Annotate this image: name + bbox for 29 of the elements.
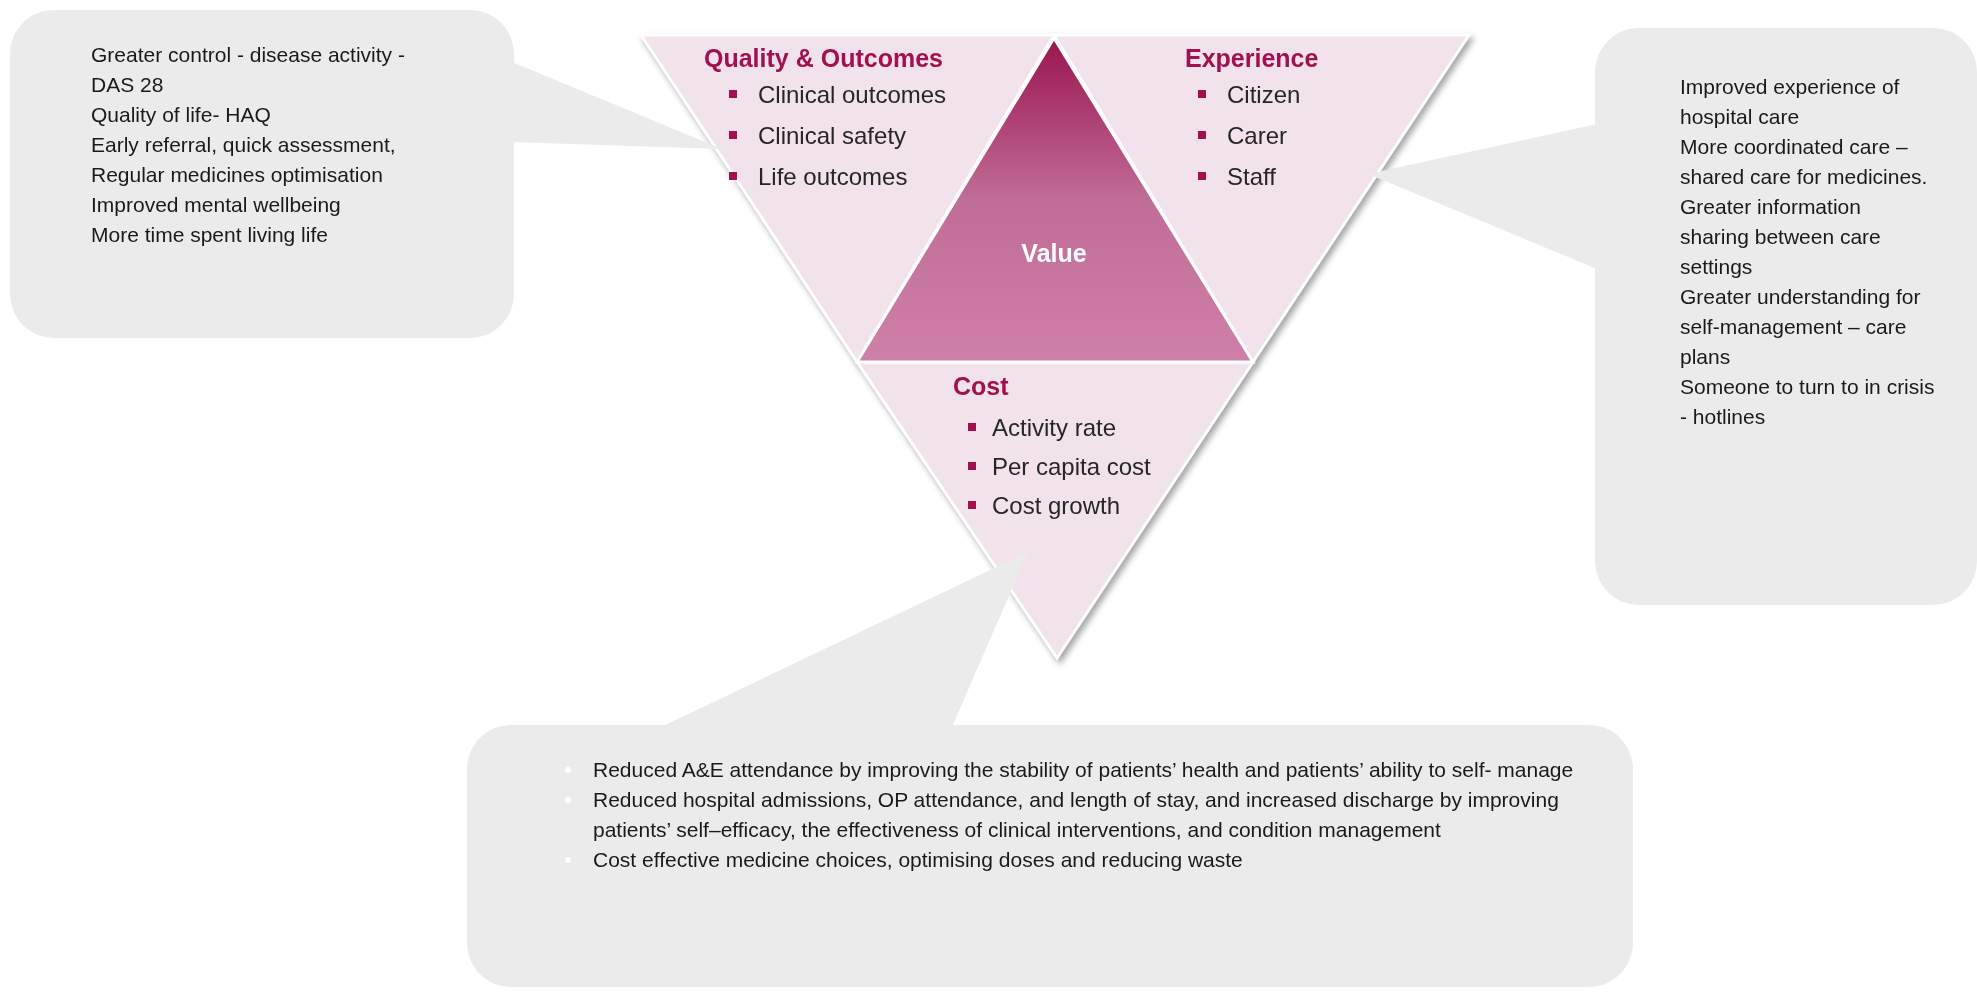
callout-text: Greater control - disease activity - DAS 28 (91, 42, 406, 98)
callout-text: Reduced hospital admissions, OP attendance, and length of stay, and increased discharge by improving patients’ self–efficacy, the effectiveness of clinical interventions, and condition management (593, 787, 1560, 843)
section-heading: Cost (953, 372, 1009, 401)
callout-text: Quality of life- HAQ (91, 102, 272, 128)
bullet-item: Per capita cost (992, 453, 1151, 481)
callout-pointer (512, 62, 722, 149)
callout-text: Reduced A&E attendance by improving the stability of patients’ health and patients’ ability to self- manage (593, 757, 1575, 783)
bullet-item: Clinical safety (758, 122, 907, 150)
value-label: Value (1021, 238, 1087, 268)
callout-text: Someone to turn to in crisis - hotlines (1680, 374, 1935, 430)
callout-text: Early referral, quick assessment, (91, 132, 397, 158)
callout-text: Cost effective medicine choices, optimising doses and reducing waste (593, 847, 1244, 873)
bullet-item: Life outcomes (758, 163, 908, 191)
callout-text: Greater understanding for self-management – care plans (1680, 284, 1922, 370)
bullet-item: Cost growth (992, 492, 1121, 520)
bullet-item: Citizen (1227, 81, 1301, 109)
bullet-item: Carer (1227, 122, 1287, 150)
callout-text: More time spent living life (91, 222, 329, 248)
section-heading: Experience (1185, 44, 1319, 73)
section-heading: Quality & Outcomes (704, 44, 943, 73)
callout-text: Greater information sharing between care settings (1680, 194, 1882, 280)
bullet-item: Clinical outcomes (758, 81, 947, 109)
callout-text: Regular medicines optimisation (91, 162, 384, 188)
bullet-item: Staff (1227, 163, 1276, 191)
bullet-item: Activity rate (992, 414, 1117, 442)
callout-text: Improved experience of hospital care (1680, 74, 1901, 130)
callout-text: More coordinated care – shared care for medicines. (1680, 134, 1929, 190)
callout-text: Improved mental wellbeing (91, 192, 342, 218)
callout-pointer (1368, 124, 1597, 269)
